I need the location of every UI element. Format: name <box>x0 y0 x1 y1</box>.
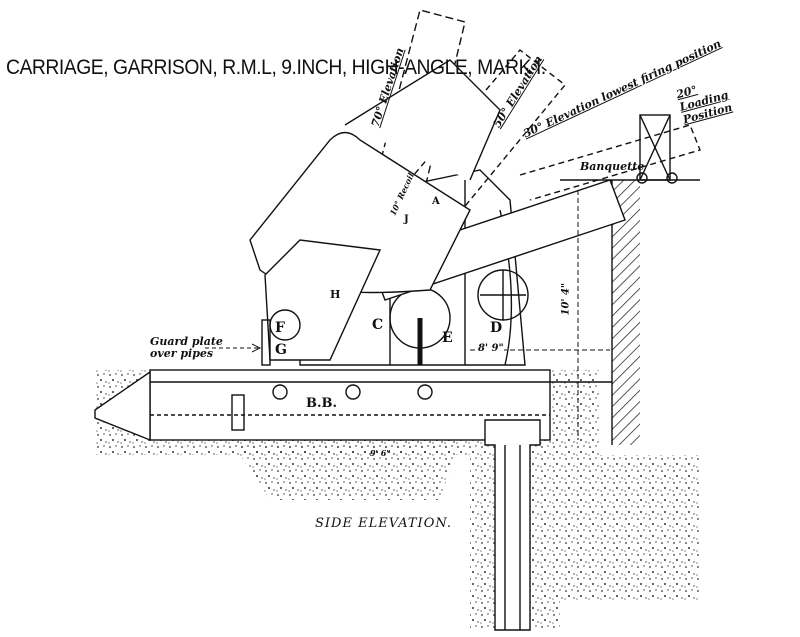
label-h: H <box>330 288 341 301</box>
loading-pit <box>484 419 541 631</box>
label-c: C <box>372 317 384 333</box>
label-j: J <box>404 214 409 225</box>
label-a: A <box>432 196 440 207</box>
parapet-wall <box>612 180 640 445</box>
caption-side-elevation: SIDE ELEVATION. <box>315 516 453 531</box>
guard-plate-line2: over pipes <box>150 347 214 360</box>
pit-earth <box>230 440 460 500</box>
label-g: G <box>275 342 287 358</box>
gun-20deg-loading <box>519 124 701 201</box>
drawing-title: CARRIAGE, GARRISON, R.M.L, 9.INCH, HIGH-… <box>6 56 546 79</box>
label-e: E <box>442 330 453 346</box>
label-bb: B.B. <box>306 396 338 411</box>
dim-width: 8' 9" <box>478 343 504 354</box>
label-f: F <box>275 320 285 336</box>
dim-height: 10' 4" <box>560 282 572 316</box>
label-banquette: Banquette <box>580 160 645 173</box>
label-d: D <box>490 320 503 336</box>
dim-base: 9' 6" <box>370 448 391 458</box>
shot-trolley <box>639 114 671 181</box>
label-guard-plate: Guard plate over pipes <box>150 336 223 360</box>
guard-plate-line1: Guard plate <box>150 335 223 348</box>
